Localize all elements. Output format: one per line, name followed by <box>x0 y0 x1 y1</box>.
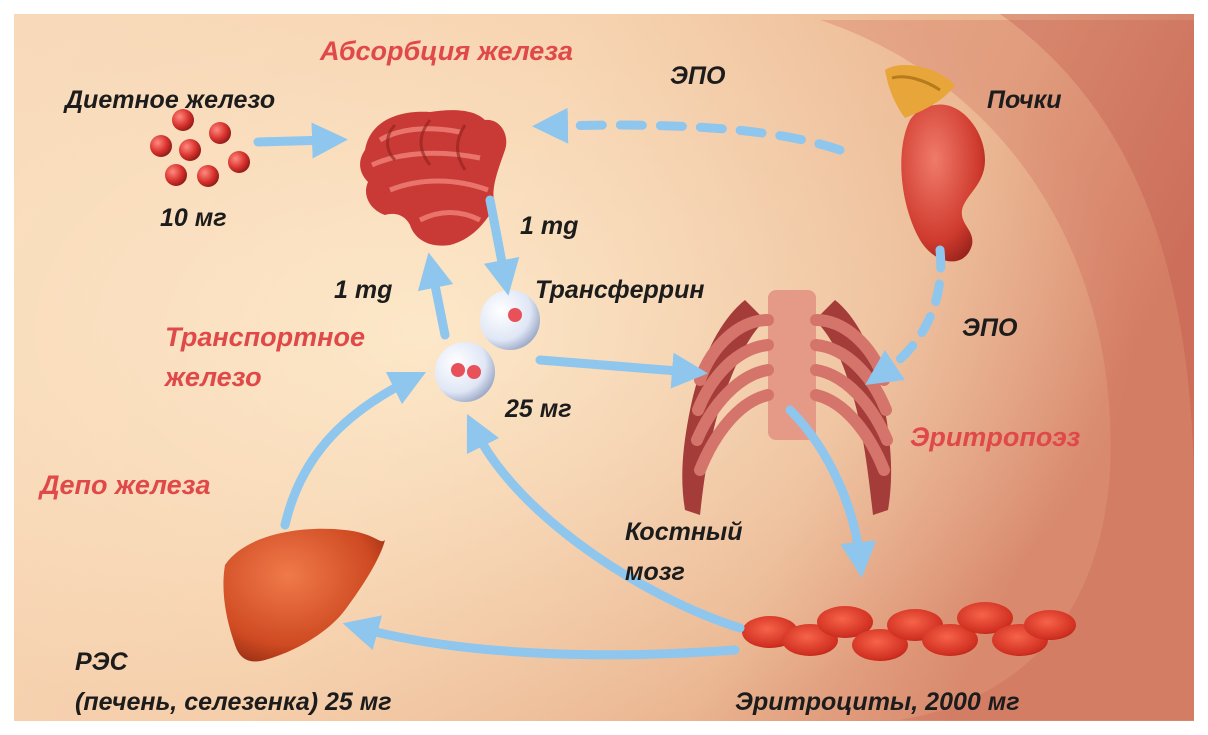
erythropoiesis-label: Эритропоэз <box>910 422 1080 453</box>
transferrin-label: Трансферрин <box>535 276 704 305</box>
bone-marrow-label-1: Костный <box>625 518 743 547</box>
transferrin-icon <box>435 290 540 402</box>
transport-iron-label-2: железо <box>165 362 262 393</box>
arrow-gut-to-transferrin <box>490 200 505 278</box>
dietary-iron-icon <box>150 109 250 187</box>
arrow-epo-kidney-to-gut <box>550 125 840 150</box>
kidney-icon <box>885 65 985 261</box>
absorption-label: Абсорбция железа <box>320 36 573 67</box>
arrow-epo-kidney-to-marrow <box>880 250 941 375</box>
bone-marrow-icon <box>682 290 891 515</box>
res-label-1: РЭС <box>75 648 128 677</box>
bone-marrow-label-2: мозг <box>625 558 685 587</box>
from-transferrin-label: 1 mg <box>334 276 392 305</box>
transport-iron-label-1: Транспортное <box>165 322 365 353</box>
epo-top-label: ЭПО <box>670 62 725 91</box>
to-transferrin-label: 1 mg <box>520 212 578 241</box>
kidneys-label: Почки <box>987 86 1062 115</box>
iron-depot-label: Депо железа <box>40 470 210 501</box>
erythrocytes-icon <box>742 602 1076 661</box>
arrow-diet-to-gut <box>258 140 330 142</box>
res-label-2: (печень, селезенка) 25 мг <box>75 688 392 717</box>
dietary-iron-label: Диетное железо <box>65 86 275 115</box>
arrow-transferrin-to-gut <box>432 270 445 335</box>
arrow-transport-to-marrow <box>540 360 690 372</box>
erythrocytes-label: Эритроциты, 2000 мг <box>735 688 1020 717</box>
transport-dose-label: 25 мг <box>505 395 572 424</box>
intestine-icon <box>360 110 506 246</box>
dose-10-label: 10 мг <box>160 204 227 233</box>
arrow-erythrocytes-to-liver <box>360 628 735 655</box>
liver-icon <box>223 529 385 662</box>
arrow-liver-to-transport <box>285 380 410 525</box>
epo-right-label: ЭПО <box>962 314 1017 343</box>
